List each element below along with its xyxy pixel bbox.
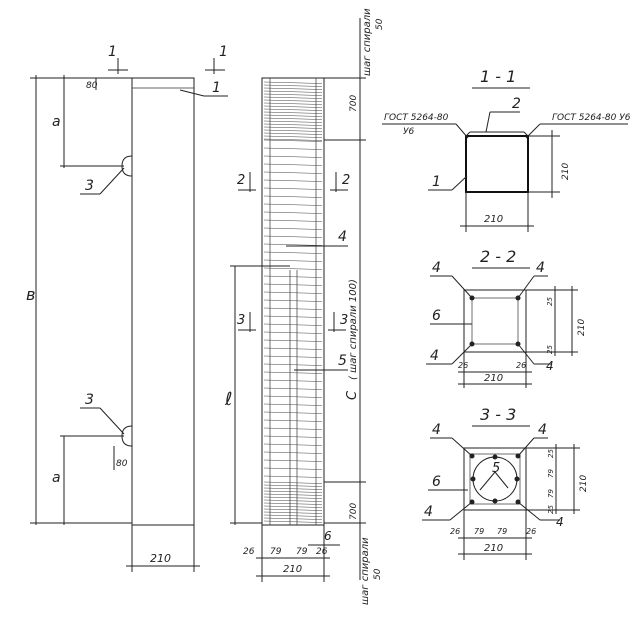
dim-25-s22-t: 25 <box>546 297 554 306</box>
dim-l-label: ℓ <box>224 389 232 410</box>
dim-80-top: 80 <box>86 81 98 91</box>
callout-4-s22-br: 4 <box>546 359 554 373</box>
section-mark-2-left: 2 <box>237 173 245 188</box>
dim-210-cage: 210 <box>283 564 302 575</box>
pitch-50-bottom: 50 <box>373 568 383 580</box>
callout-1: 1 <box>212 80 221 96</box>
dim-79-s33-l: 79 <box>474 527 484 536</box>
dim-79-s33-r: 79 <box>497 527 507 536</box>
dim-210-s33-w: 210 <box>484 543 503 554</box>
dim-79-s33-vb: 79 <box>547 489 555 498</box>
dim-700-top: 700 <box>349 95 359 112</box>
callout-3-top: 3 <box>85 178 94 194</box>
dim-25-s33-b: 25 <box>547 505 555 514</box>
callout-6-s22: 6 <box>432 308 441 324</box>
callout-4-s33-tr: 4 <box>538 422 547 438</box>
pitch-100-label: ( шаг спирали 100) <box>348 279 359 380</box>
lifting-loop-bottom <box>121 425 133 447</box>
dim-210-s22-w: 210 <box>484 373 503 384</box>
callout-4-cage: 4 <box>338 229 347 245</box>
dim-26-s22-r: 26 <box>516 361 526 370</box>
dim-79-right: 79 <box>296 547 308 557</box>
dim-26-s33-r: 26 <box>526 527 536 536</box>
pitch-50-top: 50 <box>375 18 385 30</box>
pitch-label-top: шаг спирали <box>362 8 373 76</box>
column-elevation: 1 1 1 3 3 в a a 80 80 210 <box>26 44 228 572</box>
lifting-loop-top <box>121 155 133 177</box>
callout-1-section: 1 <box>432 174 441 190</box>
callout-4-s33-tl: 4 <box>432 422 441 438</box>
callout-4-s22-tr: 4 <box>536 260 545 276</box>
section-1-1: 1 - 1 ГОСТ 5264-80 У6 ГОСТ 5264-80 У6 2 … <box>382 67 631 232</box>
callout-4-s33-br: 4 <box>556 515 564 529</box>
callout-5-cage: 5 <box>338 353 347 369</box>
callout-3-bottom: 3 <box>85 392 94 408</box>
section-1-1-title: 1 - 1 <box>480 67 516 86</box>
reinforcement-cage-view: 2 2 3 3 4 5 6 ℓ 700 700 шаг спирали 50 С… <box>224 8 385 605</box>
dim-c-label: С <box>345 390 360 400</box>
pitch-label-bottom: шаг спирали <box>360 537 371 605</box>
callout-2: 2 <box>512 96 521 112</box>
dim-26-left: 26 <box>243 547 255 557</box>
dim-210-s11-h: 210 <box>561 163 571 180</box>
gost-label-1b: У6 <box>403 127 414 137</box>
dim-26-right: 26 <box>316 547 328 557</box>
section-2-2: 2 - 2 4 4 4 4 6 26 26 210 25 25 <box>426 247 587 388</box>
section-mark-1-right: 1 <box>219 44 228 60</box>
dim-25-s22-b: 25 <box>546 345 554 354</box>
section-2-2-title: 2 - 2 <box>480 247 516 266</box>
callout-6-cage: 6 <box>324 529 332 543</box>
section-3-3-title: 3 - 3 <box>480 405 516 424</box>
spiral-rebar <box>263 81 323 523</box>
dim-210-s11-w: 210 <box>484 214 503 225</box>
dim-26-s33-l: 26 <box>450 527 460 536</box>
dim-700-bottom: 700 <box>349 503 359 520</box>
section-mark-2-right: 2 <box>342 173 350 188</box>
gost-label-1: ГОСТ 5264-80 <box>384 113 449 123</box>
callout-4-s33-bl: 4 <box>424 504 433 520</box>
section-3-3: 3 - 3 5 4 4 4 4 6 26 79 <box>422 405 589 560</box>
section-mark-3-left: 3 <box>237 313 245 328</box>
dim-210-left-view: 210 <box>150 552 171 565</box>
dim-b-label: в <box>26 285 35 304</box>
section-mark-1-left: 1 <box>108 44 117 60</box>
dim-80-bottom: 80 <box>116 459 128 469</box>
callout-4-s22-bl: 4 <box>430 348 439 364</box>
dim-210-s33-h: 210 <box>579 475 589 492</box>
callout-4-s22-tl: 4 <box>432 260 441 276</box>
dim-79-left: 79 <box>270 547 282 557</box>
dim-26-s22-l: 26 <box>458 361 468 370</box>
dim-79-s33-vt: 79 <box>547 469 555 478</box>
section-mark-3-right: 3 <box>340 313 348 328</box>
callout-6-s33: 6 <box>432 474 441 490</box>
dim-210-s22-h: 210 <box>577 319 587 336</box>
callout-5-s33: 5 <box>492 461 500 476</box>
dim-a-top: a <box>52 114 61 130</box>
dim-25-s33-t: 25 <box>547 449 555 458</box>
dim-a-bottom: a <box>52 470 61 486</box>
gost-label-2: ГОСТ 5264-80 У6 <box>552 113 631 123</box>
